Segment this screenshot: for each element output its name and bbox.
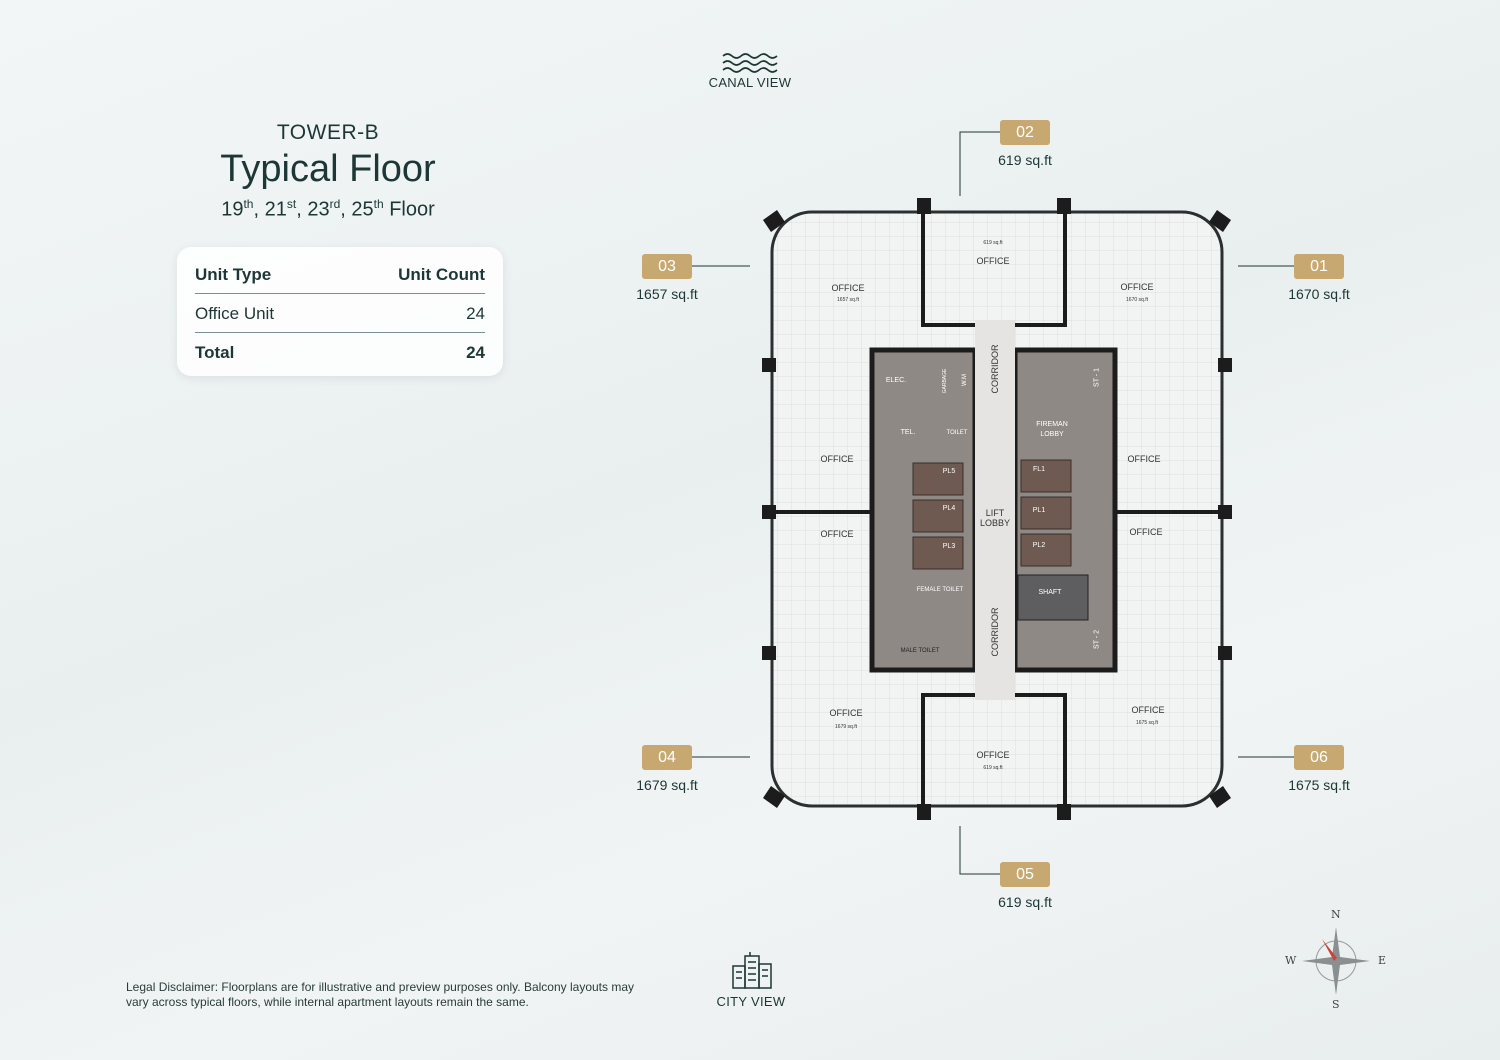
unit-02-area: 619 sq.ft <box>998 152 1052 168</box>
tel-room-label: TEL. <box>900 429 916 436</box>
small-area: 619 sq.ft <box>983 765 1003 771</box>
city-view-label: CITY VIEW <box>716 994 786 1009</box>
office-label: OFFICE <box>820 529 854 539</box>
lift-label: PL2 <box>1032 542 1046 549</box>
floor-number: 21 <box>264 198 287 221</box>
total-value: 24 <box>466 343 485 362</box>
lift-label: FL1 <box>1032 466 1046 473</box>
floor-number: 19 <box>221 198 244 221</box>
total-label: Total <box>195 343 235 362</box>
canal-view-label: CANAL VIEW <box>708 75 792 90</box>
elec-room-label: ELEC. <box>885 377 907 384</box>
waves-icon <box>722 53 778 73</box>
lift-label: PL5 <box>942 468 956 475</box>
office-label: OFFICE <box>829 708 863 718</box>
compass-east: E <box>1378 954 1387 967</box>
office-label: OFFICE <box>976 256 1010 266</box>
table-header: Unit Type Unit Count <box>195 261 485 294</box>
unit-table: Unit Type Unit Count Office Unit 24 Total 2… <box>177 247 503 376</box>
unit-count: 24 <box>466 304 485 323</box>
female-toilet-label: FEMALE TOILET <box>916 587 964 593</box>
table-row: Office Unit 24 <box>195 294 485 333</box>
floor-word: Floor <box>389 198 435 221</box>
shaft-label: SHAFT <box>1038 589 1062 596</box>
unit-02-badge[interactable]: 02 <box>1000 120 1050 145</box>
office-label: OFFICE <box>1120 282 1154 292</box>
lift-lobby-label: LIFT LOBBY <box>979 508 1010 528</box>
unit-type: Office Unit <box>195 304 275 323</box>
city-buildings-icon <box>732 952 772 989</box>
floor-suffix: th <box>243 197 254 211</box>
compass-west: W <box>1285 954 1297 967</box>
fireman-lobby-label: FIREMAN LOBBY <box>1036 421 1068 438</box>
unit-04-badge[interactable]: 04 <box>642 745 692 770</box>
unit-03-area: 1657 sq.ft <box>636 286 698 302</box>
unit-01-area: 1670 sq.ft <box>1288 286 1350 302</box>
unit-04-area: 1679 sq.ft <box>636 777 698 793</box>
office-label: OFFICE <box>1131 705 1165 715</box>
corridor-label: CORRIDOR <box>990 344 1000 394</box>
small-area: 1675 sq.ft <box>1136 720 1158 726</box>
unit-06-area: 1675 sq.ft <box>1288 777 1350 793</box>
male-toilet-label: MALE TOILET <box>900 648 940 654</box>
office-label: OFFICE <box>1127 454 1161 464</box>
lift-label: PL4 <box>942 505 956 512</box>
floor-number: 25 <box>351 198 374 221</box>
office-label: OFFICE <box>1129 527 1163 537</box>
unit-05-area: 619 sq.ft <box>998 894 1052 910</box>
small-area: 1679 sq.ft <box>835 724 857 730</box>
floor-suffix: rd <box>329 197 341 211</box>
unit-03-badge[interactable]: 03 <box>642 254 692 279</box>
unit-05-badge[interactable]: 05 <box>1000 862 1050 887</box>
floor-suffix: th <box>373 197 384 211</box>
col-unit-count: Unit Count <box>398 265 485 284</box>
small-area: 1657 sq.ft <box>837 297 859 303</box>
floor-number: 23 <box>307 198 330 221</box>
unit-01-badge[interactable]: 01 <box>1294 254 1344 279</box>
office-label: OFFICE <box>976 750 1010 760</box>
compass-north: N <box>1331 908 1341 921</box>
page-title: Typical Floor <box>220 148 436 190</box>
garbage-room-label: GARBAGE <box>942 368 948 394</box>
tower-name: TOWER-B <box>276 121 380 144</box>
toilet-label: TOILET <box>946 430 968 436</box>
legal-disclaimer: Legal Disclaimer: Floorplans are for ill… <box>126 980 635 1009</box>
wm-room-label: W.M <box>962 374 968 386</box>
corridor-label: CORRIDOR <box>990 607 1000 657</box>
unit-06-badge[interactable]: 06 <box>1294 745 1344 770</box>
floor-plan <box>762 198 1232 820</box>
office-label: OFFICE <box>820 454 854 464</box>
floor-list: 19th, 21st, 23rd, 25th Floor <box>221 197 435 221</box>
lift-label: PL3 <box>942 543 956 550</box>
col-unit-type: Unit Type <box>195 265 272 284</box>
lift-label: PL1 <box>1032 507 1046 514</box>
office-label: OFFICE <box>831 283 865 293</box>
stair-2-label: ST - 2 <box>1093 630 1101 649</box>
table-total: Total 24 <box>195 333 485 371</box>
compass-rose-icon <box>1302 927 1370 995</box>
compass-south: S <box>1332 998 1340 1011</box>
small-area: 1670 sq.ft <box>1126 297 1148 303</box>
stair-1-label: ST - 1 <box>1093 368 1101 387</box>
floor-suffix: st <box>286 197 297 211</box>
small-area: 619 sq.ft <box>983 240 1003 246</box>
